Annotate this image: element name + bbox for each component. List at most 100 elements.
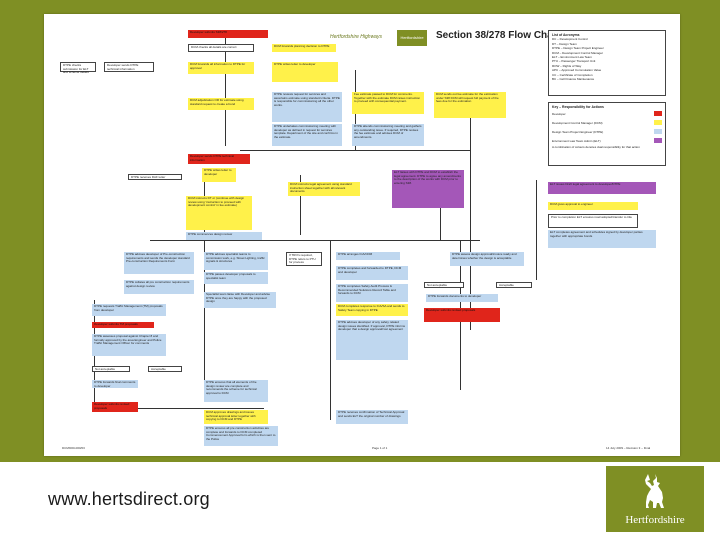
header-logo: Hertfordshire bbox=[397, 30, 427, 46]
doc-reference: DCM/000-000/03 bbox=[62, 446, 85, 450]
flow-node: Acceptable bbox=[148, 366, 182, 372]
stag-icon bbox=[645, 474, 664, 508]
flow-node: DTPE collates all pre construction requi… bbox=[124, 280, 194, 294]
key-label: Design Team Project Engineer (DTPE) bbox=[552, 129, 604, 134]
flow-node: DTPE writes letter to developer bbox=[272, 62, 338, 82]
flow-node: DCM adjudication OR for estimate using s… bbox=[188, 98, 254, 110]
flow-node: DTPE forwards documents to developer bbox=[426, 294, 498, 302]
flow-node: DCM instructs DT or (continue with desig… bbox=[186, 196, 252, 230]
acronym-title: List of Acronyms bbox=[552, 33, 580, 37]
flow-node: DTPE advises specialist teams to commiss… bbox=[204, 252, 268, 270]
flow-node: DCM forwards planning decision to DTPE bbox=[272, 44, 336, 52]
footer bbox=[0, 462, 720, 540]
flow-node: DTPE passes developer proposals to speci… bbox=[204, 272, 268, 284]
acronym-item: ROW – Rights of Way bbox=[552, 63, 582, 68]
flow-node: DTPE completes Safety Audit Process & Re… bbox=[336, 284, 408, 302]
connector bbox=[225, 36, 226, 146]
website-link[interactable]: www.hertsdirect.org bbox=[48, 489, 210, 509]
flow-node: DTPE reviews request for services and as… bbox=[272, 92, 342, 122]
connector bbox=[470, 150, 471, 330]
key-swatch bbox=[654, 138, 662, 144]
key-note: A combination of colours denotes dual re… bbox=[552, 145, 640, 150]
flow-node: DCM gives approval to engineer bbox=[548, 202, 638, 210]
flow-node: Not acceptable bbox=[92, 366, 130, 372]
key-swatch bbox=[654, 129, 662, 135]
flow-node: Developer sends DTPE technical informati… bbox=[104, 62, 154, 72]
flow-node: DCM approves drawings and issues technic… bbox=[204, 410, 268, 424]
brand-name: Hertfordshire bbox=[625, 514, 685, 526]
flow-node: DTPE assesses proposal against Chapter 8… bbox=[92, 334, 166, 356]
flow-node: DTPE completes and forwarded to DTPE, DC… bbox=[336, 266, 408, 280]
flow-node: DTPE checks submission for ELT and schem… bbox=[60, 62, 96, 74]
flow-node: Acceptable bbox=[496, 282, 532, 288]
flow-node: DTPE writes letter to developer bbox=[202, 168, 236, 182]
connector bbox=[536, 180, 537, 280]
flowchart-title: Section 38/278 Flow Chart bbox=[436, 30, 560, 41]
key-row: Development Control Manager (DCM) bbox=[552, 118, 662, 127]
flow-node: DTPE attends commissioning meeting and g… bbox=[352, 124, 424, 146]
flow-node: Developer sends DTPE technical informati… bbox=[188, 154, 250, 164]
colour-key: Key – Responsibility for Actions Develop… bbox=[548, 102, 666, 166]
flow-node: DTPE requests Traffic Management (TM) pr… bbox=[92, 304, 166, 316]
flow-node: DTPE ensures all pre construction activi… bbox=[204, 426, 278, 446]
key-row: Environment Law Team Admin (ELT) bbox=[552, 136, 662, 145]
flow-node: ELT completes agreement and schedules si… bbox=[548, 230, 656, 248]
flow-node: DCM sends out fee estimate for the estim… bbox=[434, 92, 506, 118]
connector bbox=[330, 240, 331, 420]
acronym-item: DT – Design Team bbox=[552, 41, 577, 46]
org-name: Hertfordshire Highways bbox=[330, 34, 382, 40]
flow-node: Not acceptable bbox=[424, 282, 464, 288]
key-label: Environment Law Team Admin (ELT) bbox=[552, 138, 601, 143]
flow-node: DTPE advises developer of any safety rel… bbox=[336, 320, 408, 360]
flow-node: DCM checks all details are correct bbox=[188, 44, 254, 52]
key-label: Development Control Manager (DCM) bbox=[552, 120, 603, 125]
revision-date: 14 July 2009 – Revision 3 – Final bbox=[606, 446, 651, 450]
flow-node: Developer submits revised proposals bbox=[92, 402, 138, 412]
flow-node: Fee estimate passed to DCM for comments.… bbox=[352, 92, 424, 114]
acronym-item: BC – Cell Finance Maintenance bbox=[552, 77, 595, 82]
flow-node: DCM instructs legal agreement using stan… bbox=[288, 182, 360, 196]
flow-node: DTPE ensures that all elements of the de… bbox=[204, 380, 268, 402]
flow-node: DTPE advises developer of Pre-constructi… bbox=[124, 252, 194, 274]
flow-node: DCM completes response to ICA/SA and sen… bbox=[336, 304, 408, 316]
flow-node: DTPE commences design review bbox=[186, 232, 262, 240]
brand-logo: Hertfordshire bbox=[606, 466, 704, 532]
connector bbox=[240, 150, 470, 151]
acronym-item: ELT – Environment Law Team bbox=[552, 55, 592, 60]
acronym-item: PTU – Passenger Transport Unit bbox=[552, 59, 596, 64]
acronym-item: APC – Approved Commutation Value bbox=[552, 68, 602, 73]
key-swatch bbox=[654, 111, 662, 117]
acronym-item: DTPE – Design Team Project Engineer bbox=[552, 46, 604, 51]
key-swatch bbox=[654, 120, 662, 126]
flow-node: DTPE receives DAF letter bbox=[128, 174, 182, 180]
flow-node: Developer submits revised proposals bbox=[424, 308, 500, 322]
flow-node: DCM forwards all information to DTPE for… bbox=[188, 62, 254, 74]
acronym-item: DC – Development Control bbox=[552, 37, 588, 42]
flow-node: DTPE receives confirmation of Technical … bbox=[336, 410, 408, 424]
connector bbox=[204, 240, 205, 380]
flow-node: DTPE forwards final comments to develope… bbox=[92, 380, 138, 388]
key-row: Developer bbox=[552, 109, 662, 118]
connector bbox=[94, 408, 264, 409]
flow-node: Developer submits TM proposals bbox=[92, 322, 154, 328]
connector bbox=[470, 100, 471, 160]
page-number: Page 1 of 1 bbox=[372, 446, 388, 450]
flow-node: If TRO's required, DTPE refers to PTU fo… bbox=[286, 252, 322, 266]
key-label: Developer bbox=[552, 111, 566, 116]
acronym-item: CC – Certificate of Completion bbox=[552, 72, 593, 77]
acronym-legend: List of Acronyms DC – Development Contro… bbox=[548, 30, 666, 96]
flow-node: DTPE undertakes commissioning meeting wi… bbox=[272, 124, 342, 146]
flow-node: DTPE assess design approval/invoice read… bbox=[450, 252, 524, 266]
flow-node: ELT liaises with DTPE and DCM to establi… bbox=[392, 170, 464, 208]
key-row: Design Team Project Engineer (DTPE) bbox=[552, 127, 662, 136]
acronym-item: DCM – Development Control Manager bbox=[552, 50, 604, 55]
connector bbox=[300, 175, 301, 235]
flow-node: Developer submits S38/278 bbox=[188, 30, 268, 38]
connector bbox=[440, 180, 441, 240]
key-title: Key – Responsibility for Actions bbox=[552, 105, 604, 109]
flow-node: Prior to completion ELT ensures road ado… bbox=[548, 214, 638, 228]
flow-node: ELT issues Draft legal agreement to deve… bbox=[548, 182, 656, 194]
flow-node: DTPE arranges ICA/CDM bbox=[336, 252, 400, 260]
flow-node: Specialist team liaise with Developer an… bbox=[204, 292, 276, 308]
connector bbox=[150, 240, 480, 241]
